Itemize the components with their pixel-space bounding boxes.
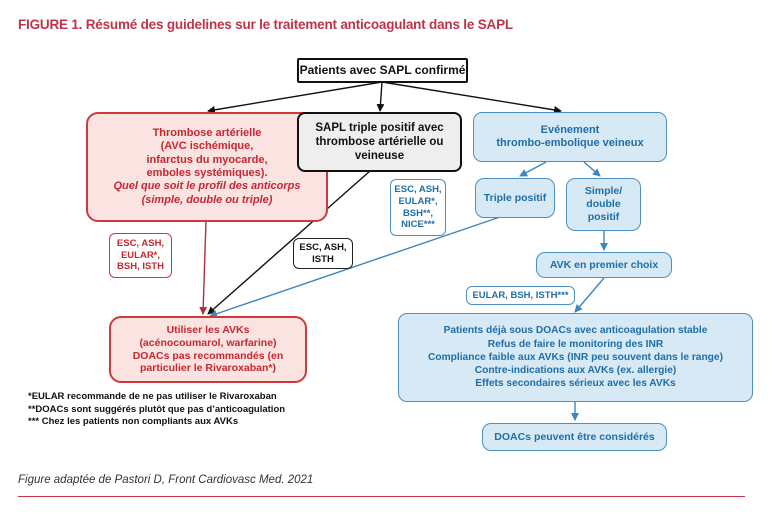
node-patients-doac-criteria: Patients déjà sous DOACs avec anticoagul…	[398, 313, 753, 402]
tag-line: BSH, ISTH	[117, 261, 164, 273]
arterial-line: emboles systémiques).	[146, 167, 268, 179]
arrow-venous-triple-positive	[519, 161, 547, 177]
arterial-italic-line: (simple, double ou triple)	[141, 193, 273, 206]
tag-guidelines-red: ESC, ASH, EULAR*, BSH, ISTH	[109, 233, 172, 278]
tag-line: EULAR*,	[120, 249, 161, 261]
arrow-triple-avk	[207, 170, 371, 315]
triple-arterial-line: thrombose artérielle ou	[315, 135, 444, 148]
node-arterial-thrombosis: Thrombose artérielle (AVC ischémique, in…	[86, 112, 328, 222]
use-avk-line: DOACs pas recommandés (en	[132, 349, 284, 362]
node-avk-first-choice: AVK en premier choix	[536, 252, 672, 278]
tag-line: BSH**,	[402, 207, 434, 219]
use-avk-line: Utiliser les AVKs	[166, 323, 250, 336]
arterial-line: infarctus du myocarde,	[146, 153, 268, 166]
footnotes: *EULAR recommande de ne pas utiliser le …	[28, 391, 285, 429]
node-root: Patients avec SAPL confirmé	[297, 58, 468, 83]
node-use-avk: Utiliser les AVKs (acénocoumarol, warfar…	[109, 316, 307, 383]
tag-line: EULAR, BSH, ISTH***	[472, 289, 569, 301]
single-double-line: double	[586, 198, 621, 211]
node-single-double-positive: Simple/ double positif	[566, 178, 641, 231]
doac-criterion: Compliance faible aux AVKs (INR peu souv…	[428, 351, 723, 363]
doac-criterion: Refus de faire le monitoring des INR	[487, 338, 664, 350]
tag-line: EULAR*,	[398, 195, 438, 207]
footnote: *** Chez les patients non compliants aux…	[28, 416, 239, 428]
triple-arterial-line: SAPL triple positif avec	[315, 121, 444, 134]
arrow-arterial-avk	[199, 219, 208, 315]
figure-caption: Figure adaptée de Pastori D, Front Cardi…	[18, 474, 314, 486]
avk-first-label: AVK en premier choix	[549, 258, 659, 271]
arterial-italic-line: Quel que soit le profil des anticorps	[113, 180, 301, 193]
triple-positive-label: Triple positif	[483, 191, 547, 204]
arrow-root-triple	[376, 81, 385, 112]
doac-criterion: Patients déjà sous DOACs avec anticoagul…	[443, 325, 708, 337]
node-sapl-triple-positive: SAPL triple positif avec thrombose artér…	[297, 112, 462, 172]
node-venous-event: Evénement thrombo-embolique veineux	[473, 112, 667, 162]
tag-line: ESC, ASH,	[394, 184, 442, 196]
node-triple-positive: Triple positif	[475, 178, 555, 218]
doac-considered-label: DOACs peuvent être considérés	[494, 430, 655, 443]
node-root-label: Patients avec SAPL confirmé	[299, 63, 466, 78]
tag-guidelines-black: ESC, ASH, ISTH	[293, 238, 353, 269]
single-double-line: Simple/	[584, 185, 623, 198]
doac-criterion: Effets secondaires sérieux avec les AVKs	[475, 378, 676, 390]
tag-guidelines-blue-bottom: EULAR, BSH, ISTH***	[466, 286, 575, 305]
doac-criterion: Contre-indications aux AVKs (ex. allergi…	[474, 365, 677, 377]
node-doac-considered: DOACs peuvent être considérés	[482, 423, 667, 451]
triple-arterial-line: veineuse	[354, 150, 405, 162]
arrow-root-arterial	[207, 81, 383, 114]
arrow-root-venous	[381, 81, 562, 114]
arterial-line: (AVC ischémique,	[160, 140, 254, 153]
bottom-divider	[18, 496, 745, 497]
venous-line: thrombo-embolique veineux	[496, 137, 644, 149]
tag-line: ESC, ASH,	[299, 241, 347, 253]
arrow-venous-single-double	[583, 161, 601, 177]
tag-line: ISTH	[312, 253, 334, 265]
footnote: *EULAR recommande de ne pas utiliser le …	[28, 391, 277, 402]
tag-line: ESC, ASH,	[116, 238, 165, 250]
arterial-line: Thrombose artérielle	[152, 126, 262, 139]
tag-line: NICE***	[401, 219, 435, 231]
arrow-triple-positive-avk	[209, 216, 501, 318]
venous-line: Evénement	[540, 123, 600, 136]
tag-guidelines-blue-top: ESC, ASH, EULAR*, BSH**, NICE***	[390, 179, 446, 236]
use-avk-line: particulier le Rivaroxaban*)	[140, 362, 276, 375]
single-double-line: positif	[587, 210, 620, 223]
arrow-avk-first-patients	[574, 277, 605, 313]
figure-title: FIGURE 1. Résumé des guidelines sur le t…	[18, 17, 513, 32]
use-avk-line: (acénocoumarol, warfarine)	[139, 336, 277, 349]
footnote: **DOACs sont suggérés plutôt que pas d’a…	[28, 403, 286, 415]
